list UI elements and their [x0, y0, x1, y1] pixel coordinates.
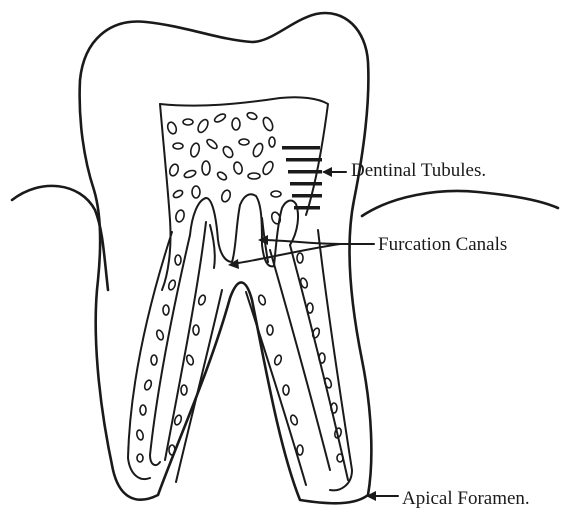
right-root-outer-dentin — [318, 230, 352, 490]
right-root-inner-dentin — [246, 292, 306, 485]
apical-foramen-label: Apical Foramen. — [402, 489, 530, 508]
furcation-leader-line-lower — [232, 244, 340, 264]
furcation-arrowhead-upper — [258, 235, 268, 245]
gum-line-left — [12, 186, 108, 290]
furcation-canal-left — [210, 225, 215, 268]
gum-line-right — [362, 191, 558, 216]
crown-dentin-cells — [166, 111, 282, 225]
furcation-canals-label: Furcation Canals — [378, 235, 507, 254]
furcation-arrowhead-lower — [228, 259, 239, 269]
furcation-leader-line-upper — [262, 240, 374, 244]
tubules-arrowhead — [322, 167, 332, 177]
dentinal-tubules-label: Dentinal Tubules. — [351, 161, 486, 180]
